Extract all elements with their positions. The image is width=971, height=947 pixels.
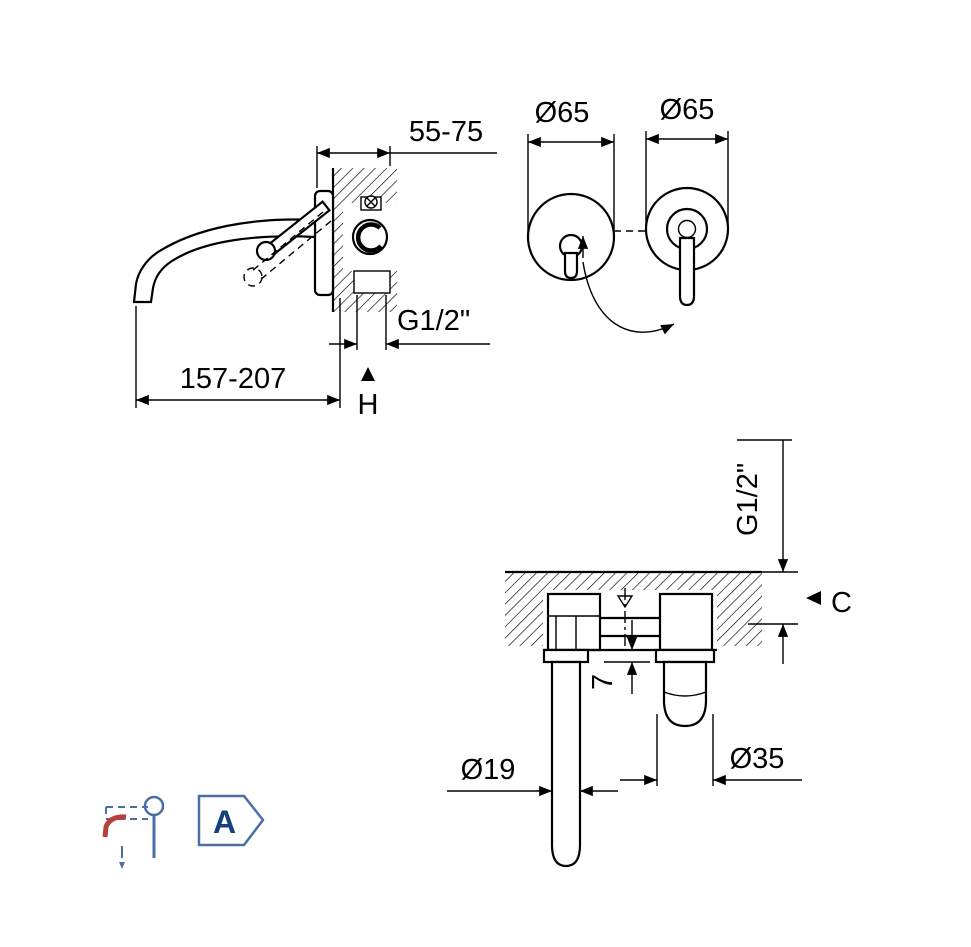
- spout-flange: [542, 648, 590, 664]
- dim-offset: 7: [587, 620, 650, 694]
- wall-thickness-marker: C: [806, 587, 852, 619]
- dia-spout-label: Ø19: [461, 754, 516, 786]
- front-view: Ø65 Ø65: [526, 94, 730, 335]
- water-drop-icon: [119, 862, 125, 869]
- dim-reach: 157-207: [135, 298, 341, 408]
- cartridge-detail: [355, 222, 383, 253]
- dim-projection-label: 55-75: [409, 116, 483, 148]
- section-view: G1/2" C 7 Ø19 Ø35: [447, 439, 852, 868]
- valve-cap-section: [662, 660, 708, 728]
- dim-dia-spout: Ø19: [447, 754, 618, 797]
- valve-body-section: [658, 592, 714, 652]
- dim-dia-left: Ø65: [527, 97, 615, 237]
- offset-label: 7: [587, 674, 619, 690]
- thread-side-label: G1/2": [397, 305, 470, 337]
- handle-front-lever: [678, 236, 696, 307]
- spout-tube-section: [550, 660, 582, 868]
- c-arrow-icon: [806, 591, 821, 605]
- dia-left-label: Ø65: [535, 97, 590, 129]
- legend: A: [102, 794, 265, 869]
- thread-section-label: G1/2": [732, 463, 764, 536]
- dim-projection: 55-75: [316, 116, 497, 188]
- dim-thread-side: G1/2": [329, 295, 490, 350]
- height-label: H: [358, 389, 379, 421]
- height-arrow-icon: [361, 367, 375, 381]
- variant-tag: A: [197, 794, 265, 847]
- wall-mounted-faucet-icon: [102, 795, 165, 869]
- height-marker: H: [358, 367, 379, 421]
- swing-arc-arrow: [582, 261, 675, 335]
- red-spout-icon: [102, 814, 127, 838]
- handle-alt-position: [243, 211, 332, 287]
- dim-reach-label: 157-207: [180, 363, 286, 395]
- side-view: 55-75 G1/2" 157-207 H: [132, 116, 497, 421]
- wall-thickness-label: C: [831, 587, 852, 619]
- dia-valve-label: Ø35: [730, 743, 785, 775]
- variant-tag-shape: [197, 794, 265, 847]
- dia-right-label: Ø65: [660, 94, 715, 126]
- dim-thread-section: G1/2": [732, 439, 798, 664]
- valve-lower-block: [353, 270, 391, 294]
- variant-label: A: [213, 804, 236, 840]
- valve-flange: [654, 648, 716, 664]
- spout-front-tube: [563, 251, 579, 280]
- handle-axis: [677, 219, 697, 239]
- valve-cap-ring: [663, 691, 707, 697]
- dim-dia-right: Ø65: [645, 94, 729, 229]
- handle-knob: [255, 240, 277, 262]
- dim-dia-valve: Ø35: [620, 714, 802, 786]
